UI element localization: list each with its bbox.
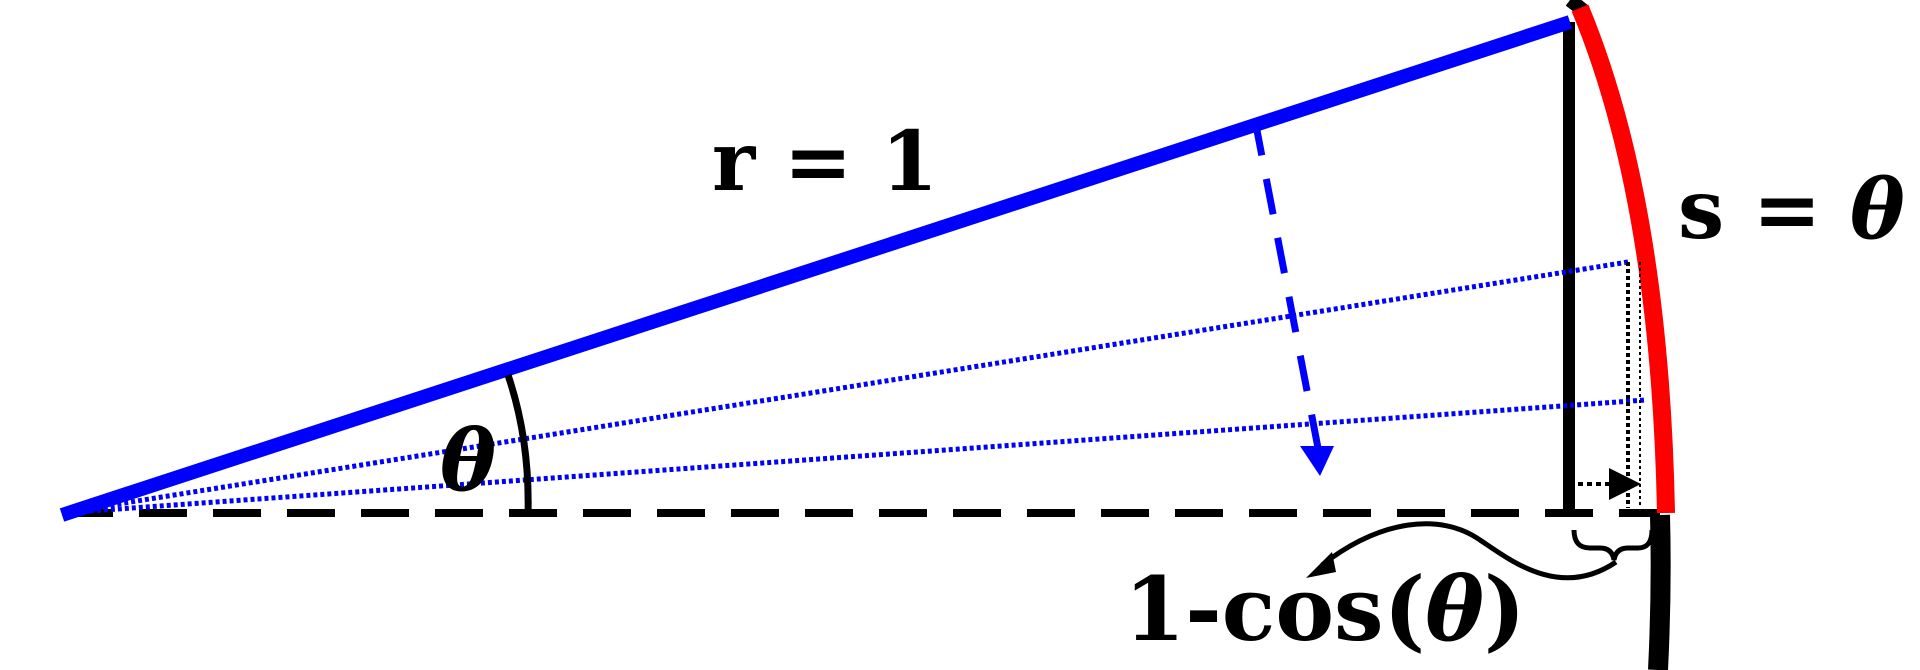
- arc-length-label-theta: θ: [1850, 162, 1905, 258]
- circle-arc-lower: [1648, 514, 1671, 670]
- shrink-arrow-head: [1300, 446, 1334, 476]
- gap-pointer-arrow: [1320, 521, 1618, 581]
- arc-length-label: s = θ: [1678, 162, 1905, 258]
- gap-brace: [1571, 529, 1655, 561]
- radius-dotted-2: [61, 397, 1647, 516]
- radius-dotted-1: [61, 259, 1629, 516]
- radius-label: r = 1: [712, 114, 938, 210]
- gap-label-prefix: 1-cos(: [1124, 557, 1425, 661]
- angle-arc: [504, 373, 532, 516]
- gap-label-theta: θ: [1425, 557, 1484, 661]
- angle-label: θ: [440, 411, 496, 510]
- shrink-arrow: [1251, 119, 1322, 449]
- gap-label: 1-cos(θ): [1124, 557, 1526, 661]
- arc-length-highlight: [1571, 4, 1675, 514]
- gap-pointer-arrow-head: [1306, 552, 1336, 578]
- gap-label-suffix: ): [1484, 557, 1526, 661]
- arc-length-label-prefix: s =: [1678, 162, 1850, 258]
- radius-line: [59, 15, 1573, 522]
